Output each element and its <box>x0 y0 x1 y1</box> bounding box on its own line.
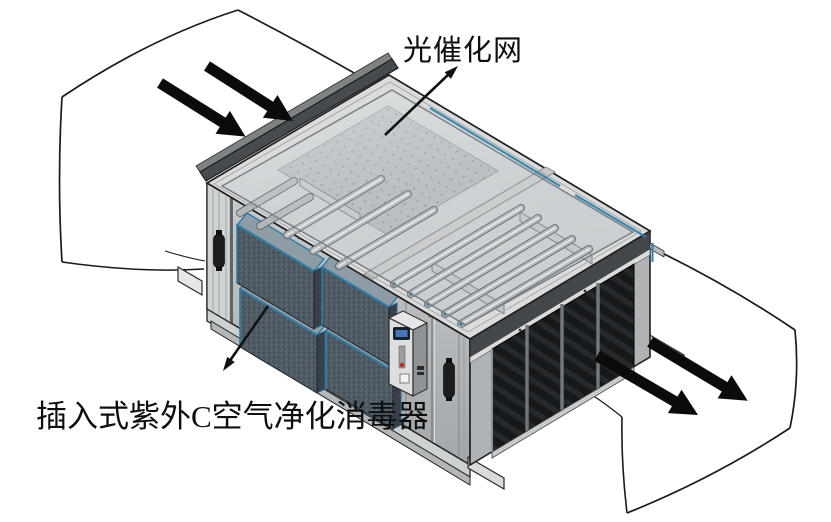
inlet-airflow-arrows <box>157 61 293 137</box>
indicator-slot <box>398 345 406 369</box>
top-glass-panel <box>205 74 652 340</box>
outlet-airflow-arrows <box>594 337 748 416</box>
leader-arrow-unit <box>223 305 270 371</box>
front-foot <box>467 455 505 491</box>
outlet-grille-face <box>469 229 665 467</box>
inlet-duct <box>58 9 364 271</box>
uvc-purifier-unit <box>177 52 685 491</box>
airflow-out-arrow-icon <box>647 337 748 401</box>
leader-arrow-photocatalytic <box>384 66 458 136</box>
airflow-in-arrow-icon <box>157 78 246 137</box>
cabinet-handle-left <box>213 230 225 271</box>
annotation-label-photocatalytic-mesh: 光催化网 <box>403 35 524 67</box>
blue-gasket <box>429 107 647 238</box>
control-panel <box>387 310 429 397</box>
indicator-light <box>399 362 405 368</box>
left-foot <box>177 265 203 297</box>
airflow-out-arrow-icon <box>594 351 699 416</box>
annotation-label-uvc-purifier: 插入式紫外C空气净化消毒器 <box>36 399 429 434</box>
door-handle <box>443 358 455 401</box>
inlet-flange <box>195 52 399 182</box>
panel-button <box>399 373 410 384</box>
airflow-in-arrow-icon <box>204 61 293 121</box>
